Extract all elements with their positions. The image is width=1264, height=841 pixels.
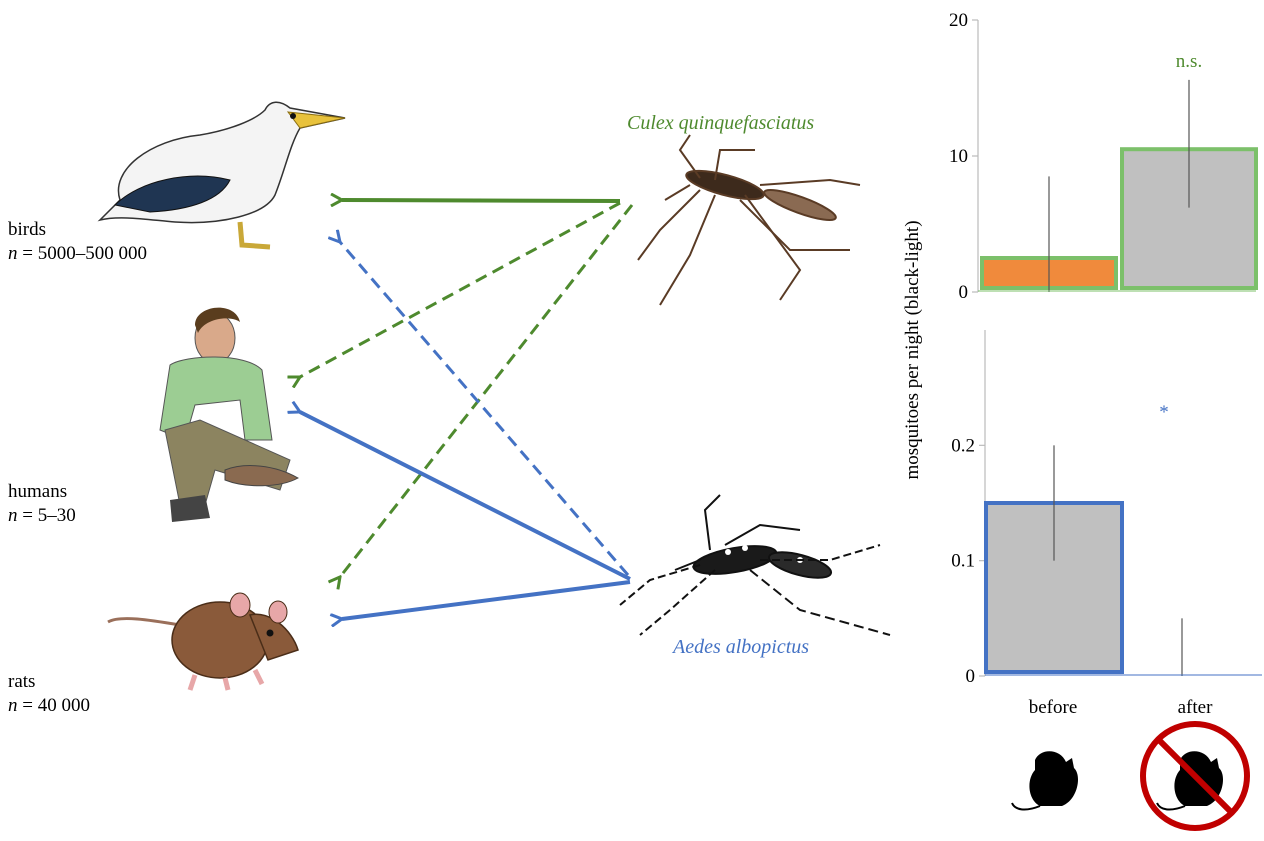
culex-bar-chart: 0 10 20 n.s.: [949, 10, 1256, 303]
birds-label: birds n = 5000–500 000: [8, 218, 147, 266]
aedes-rat-arrow: [342, 582, 630, 619]
no-rats-sign-icon: [1143, 724, 1247, 828]
culex-human-arrow: [300, 203, 620, 377]
y-tick-label: 0: [966, 666, 976, 687]
culex-bird-arrow: [342, 200, 620, 201]
aedes-significance-label: *: [1159, 402, 1169, 423]
y-tick-label: 20: [949, 10, 968, 31]
culex-significance-label: n.s.: [1176, 51, 1202, 72]
rats-count: n = 40 000: [8, 694, 90, 718]
rats-label: rats n = 40 000: [8, 670, 90, 718]
rat-illustration: [108, 593, 298, 690]
rats-name: rats: [8, 670, 90, 694]
rat-silhouette-after-icon: [1157, 751, 1223, 809]
humans-count: n = 5–30: [8, 504, 76, 528]
birds-name: birds: [8, 218, 147, 242]
birds-count: n = 5000–500 000: [8, 242, 147, 266]
rat-silhouette-before-icon: [1012, 751, 1078, 809]
aedes-human-arrow: [300, 412, 630, 579]
aedes-bird-arrow: [340, 242, 628, 575]
culex-rat-arrow: [340, 205, 632, 577]
aedes-bar-chart: 0 0.1 0.2 *: [951, 330, 1262, 687]
humans-label: humans n = 5–30: [8, 480, 76, 528]
culex-mosquito-illustration: [638, 135, 860, 305]
aedes-species-label: Aedes albopictus: [673, 636, 809, 659]
y-tick-label: 10: [949, 146, 968, 167]
aedes-mosquito-illustration: [620, 495, 890, 635]
y-tick-label: 0.1: [951, 551, 975, 572]
human-illustration: [160, 308, 298, 522]
y-axis-label: mosquitoes per night (black-light): [902, 220, 923, 479]
y-tick-label: 0: [959, 282, 969, 303]
y-tick-label: 0.2: [951, 435, 975, 456]
x-label-before: before: [1029, 697, 1078, 718]
x-label-after: after: [1178, 697, 1213, 718]
culex-species-label: Culex quinquefasciatus: [627, 112, 814, 135]
humans-name: humans: [8, 480, 76, 504]
